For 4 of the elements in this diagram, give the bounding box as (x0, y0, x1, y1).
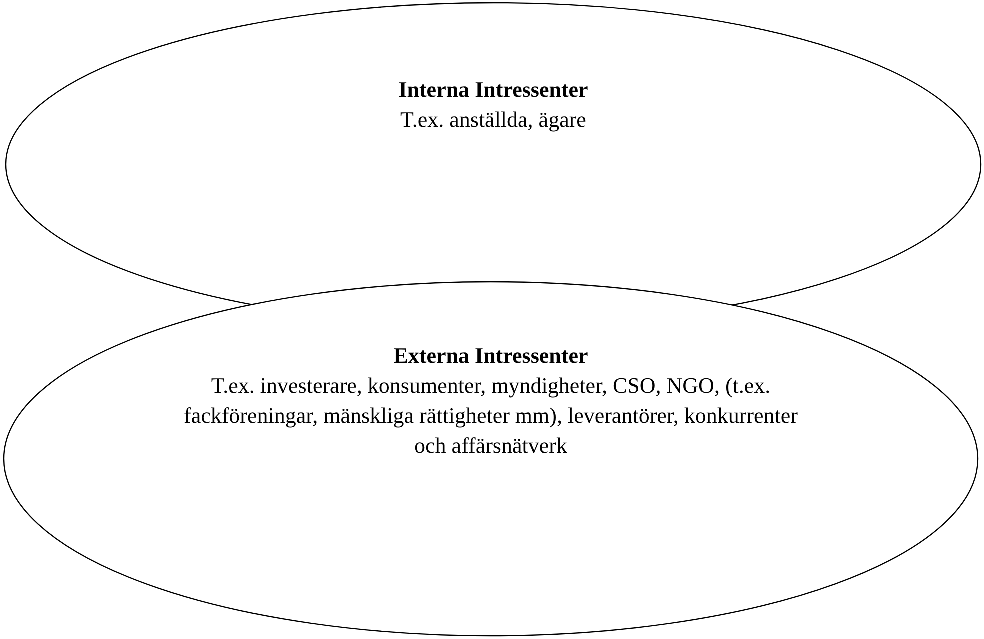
node-heading: Externa Intressenter (394, 342, 588, 370)
node-text: T.ex. investerare, konsumenter, myndigheter, CSO, NGO, (t.ex. fackföreningar, mänskliga rättigheter mm), leverantörer, konkurrenter och affärsnätverk (183, 372, 799, 460)
node-text: T.ex. anställda, ägare (400, 106, 586, 134)
node-heading: Interna Intressenter (398, 76, 588, 104)
